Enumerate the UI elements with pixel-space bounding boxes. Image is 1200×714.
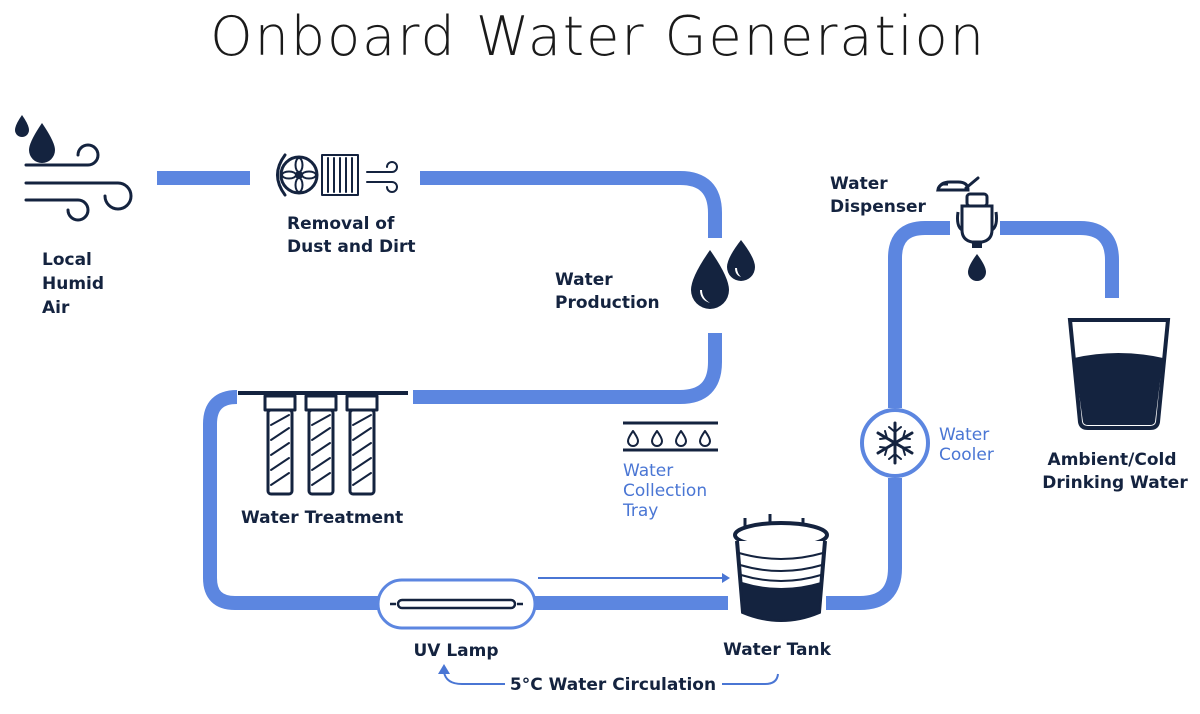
uv-lamp-label: UV Lamp <box>413 641 498 661</box>
air-filter-fan-icon <box>276 153 398 197</box>
water-tank-icon <box>733 514 829 622</box>
pipe-network <box>157 171 1119 610</box>
filter-cartridge <box>304 394 338 496</box>
uv-lamp-icon <box>376 578 537 630</box>
water-drops-icon <box>691 240 755 309</box>
dust-removal-label: Removal of Dust and Dirt <box>287 214 416 257</box>
snowflake-icon <box>860 408 930 478</box>
pipe-treatment-to-uv <box>203 390 378 610</box>
circulation-label: 5°C Water Circulation <box>510 675 716 695</box>
collection-tray-label: Water Collection Tray <box>622 461 713 521</box>
drinking-water-label: Ambient/Cold Drinking Water <box>1042 450 1188 493</box>
pipe-production-to-treatment <box>413 333 722 404</box>
flow-arrow-icon <box>538 573 730 583</box>
water-cooler-label: Water Cooler <box>939 425 995 465</box>
pipe-dispenser-to-glass <box>1000 221 1119 298</box>
water-production-label: Water Production <box>555 270 660 313</box>
filter-cartridge <box>345 394 379 496</box>
collection-tray-icon <box>623 421 718 452</box>
faucet-icon <box>936 176 998 281</box>
water-tank-label: Water Tank <box>723 640 832 660</box>
humid-air-label: Local Humid Air <box>42 250 110 318</box>
glass-of-water-icon <box>1067 318 1171 430</box>
pipe-tank-to-cooler <box>826 478 902 610</box>
circulation-arrow-icon <box>438 664 779 685</box>
water-dispenser-label: Water Dispenser <box>830 174 927 217</box>
water-drops-wind-icon <box>15 115 133 222</box>
pipe-cooler-to-dispenser <box>888 221 950 408</box>
water-treatment-label: Water Treatment <box>241 508 403 528</box>
page-title: Onboard Water Generation <box>210 5 986 68</box>
pipe-filter-to-production <box>420 171 722 238</box>
filter-cartridges-icon <box>238 391 408 496</box>
filter-cartridge <box>263 394 297 496</box>
